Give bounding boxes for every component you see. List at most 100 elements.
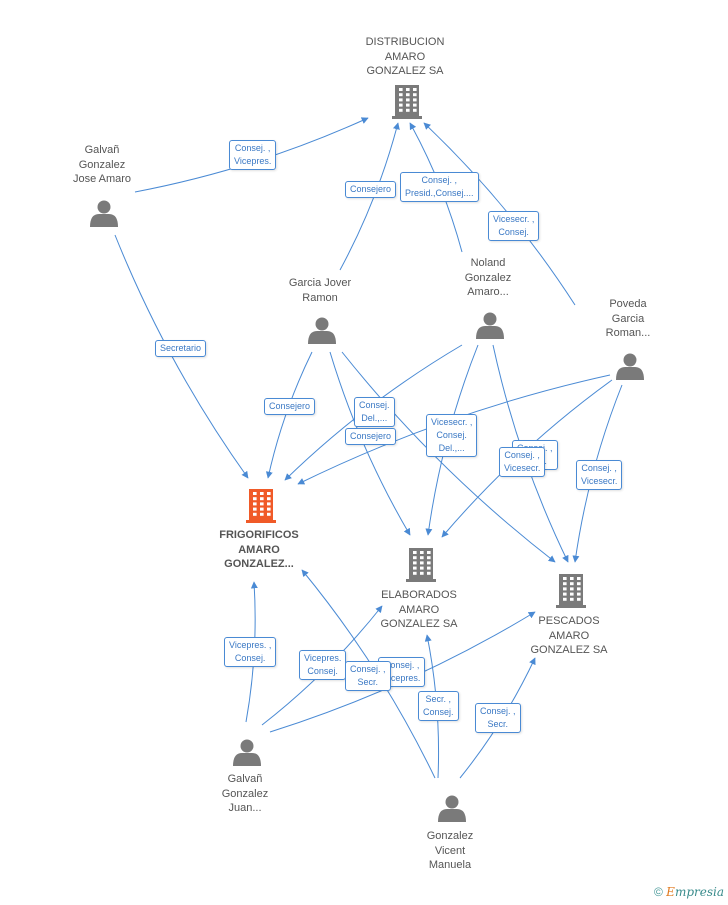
node-label-line: Roman... (605, 327, 651, 339)
edge-label-e6[interactable]: Consejero (264, 398, 316, 415)
building-icon[interactable] (556, 574, 586, 608)
copyright-mark: © (653, 885, 663, 899)
edge-label-line: Secr. (487, 719, 509, 729)
edge-label-line: Secr. (357, 677, 379, 687)
node-label-line: AMARO (238, 543, 280, 556)
footer-brand: © Empresia (654, 885, 724, 899)
relationship-edge (114, 234, 249, 479)
edge-label-line: Consej. (436, 430, 467, 440)
node-label-distribucion[interactable]: DISTRIBUCION AMARO GONZALEZ SA (340, 35, 470, 79)
building-icon[interactable] (392, 85, 422, 119)
edge-label-line: Consejero (350, 184, 392, 194)
edge-label-e3[interactable]: Consej. , Presid.,Consej.... (400, 172, 479, 202)
edge-label-e5[interactable]: Secretario (155, 340, 207, 357)
relationship-edge (423, 122, 576, 306)
node-label-line: Amaro... (467, 286, 509, 298)
edge-label-line: Consejero (350, 431, 392, 441)
edge-label-e2[interactable]: Consejero (345, 181, 397, 198)
node-label-line: GONZALEZ SA (366, 65, 444, 77)
edge-label-line: Secr. , (425, 694, 452, 704)
edge-label-line: Secretario (160, 343, 202, 353)
building-icon[interactable] (246, 489, 276, 523)
edge-label-e11[interactable]: Consej. , Vicesecr. (499, 447, 546, 477)
node-label-line: Gonzalez (78, 158, 126, 171)
edge-label-line: Vicesecr. , (493, 214, 535, 224)
edge-label-line: Consej. , (480, 706, 516, 716)
node-label-line: ELABORADOS (381, 589, 457, 601)
edge-label-e1[interactable]: Consej. , Vicepres. (229, 140, 277, 170)
node-label-line: Gonzalez (221, 787, 269, 800)
person-icon[interactable] (90, 200, 118, 228)
node-label-line: Noland (470, 257, 506, 269)
edge-label-line: Presid.,Consej.... (405, 188, 474, 198)
edge-label-e13[interactable]: Vicepres. , Consej. (224, 637, 277, 667)
node-label-line: DISTRIBUCION (365, 36, 445, 48)
person-icon[interactable] (438, 795, 466, 823)
edge-label-line: Vicepres. , (229, 640, 272, 650)
edge-label-line: Vicesecr. (504, 463, 541, 473)
node-label-line: Poveda (609, 298, 647, 310)
edge-label-e14[interactable]: Vicepres.Consej. (299, 650, 347, 680)
edge-label-line: Consej. , (504, 450, 540, 460)
brand-logo: Empresia (666, 885, 724, 899)
node-label-line: PESCADOS (538, 615, 600, 627)
edge-label-line: Consej. , (234, 143, 271, 153)
node-label-line: Gonzalez (464, 271, 512, 284)
person-icon[interactable] (308, 317, 336, 345)
edge-label-e17[interactable]: Secr. ,Consej. (418, 691, 459, 721)
edge-label-line: Consej. (498, 227, 529, 237)
edge-label-line: Consej. , (421, 175, 458, 185)
edge-label-line: Del.,... (361, 413, 388, 423)
node-label-line: Vicent (434, 844, 466, 857)
node-label-line: FRIGORIFICOS (219, 529, 299, 541)
node-label-line: Galvañ (227, 773, 263, 785)
node-label-line: Garcia Jover (288, 277, 352, 289)
edge-label-line: Vicepres. (234, 156, 272, 166)
node-label-line: Ramon (302, 291, 338, 304)
node-label-line: GONZALEZ SA (530, 644, 608, 656)
edge-label-line: Consej. (359, 400, 390, 410)
edge-label-e16[interactable]: Consej. , Secr. (345, 661, 391, 691)
edge-label-line: Del.,... (438, 443, 465, 453)
edge-label-line: Consej. , (383, 660, 420, 670)
edge-label-line: Vicesecr. (581, 476, 618, 486)
node-label-line: Manuela (428, 859, 472, 871)
node-label-line: Juan... (228, 802, 262, 814)
edge-label-line: Consej. (307, 666, 338, 676)
node-label-line: AMARO (398, 603, 440, 616)
node-label-line: AMARO (384, 50, 426, 63)
edge-label-line: Consej. , (581, 463, 617, 473)
person-icon[interactable] (616, 353, 644, 381)
edge-label-line: Vicesecr. , (431, 417, 473, 427)
building-icon[interactable] (406, 548, 436, 582)
node-label-frigorificos[interactable]: FRIGORIFICOS AMARO GONZALEZ... (194, 528, 324, 572)
node-label-line: GONZALEZ... (224, 558, 294, 570)
edge-label-line: Consej. (234, 653, 266, 663)
relationship-edge (339, 122, 400, 271)
node-label-line: GONZALEZ SA (380, 618, 458, 630)
edge-label-e4[interactable]: Vicesecr. , Consej. (488, 211, 540, 241)
edge-label-line: Vicepres. (383, 673, 421, 683)
node-label-line: Jose Amaro (72, 173, 132, 185)
edge-label-line: Consej. , (350, 664, 386, 674)
edge-label-e18[interactable]: Consej. , Secr. (475, 703, 521, 733)
node-label-line: Garcia (611, 312, 645, 325)
edge-label-e8[interactable]: Consejero (345, 428, 397, 445)
edge-label-e12[interactable]: Consej. , Vicesecr. (576, 460, 623, 490)
person-icon[interactable] (476, 312, 504, 340)
node-label-pescados[interactable]: PESCADOS AMARO GONZALEZ SA (504, 614, 634, 658)
node-label-line: Gonzalez (426, 830, 474, 842)
edge-label-e7[interactable]: Consej. Del.,... (354, 397, 395, 427)
node-label-line: AMARO (548, 629, 590, 642)
edge-label-e9[interactable]: Vicesecr. , Consej. Del.,... (426, 414, 478, 457)
node-label-elaborados[interactable]: ELABORADOS AMARO GONZALEZ SA (354, 588, 484, 632)
person-icon[interactable] (233, 739, 261, 767)
relationship-edge (341, 351, 556, 563)
